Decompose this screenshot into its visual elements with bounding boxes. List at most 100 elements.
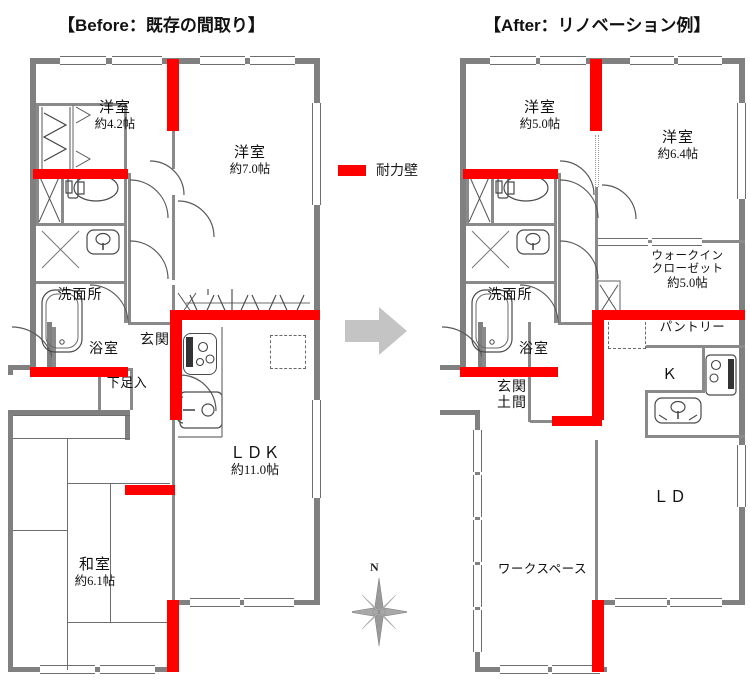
wall-getabako-left (98, 368, 101, 410)
wall-genkan-left (47, 322, 52, 370)
legend-bearing-wall-swatch (338, 165, 366, 176)
window-bottom-2 (244, 598, 294, 607)
wall-lower-inner (125, 410, 130, 440)
transition-arrow (345, 305, 407, 357)
bearing-wall-b3 (30, 367, 128, 377)
room-label-yoshitsu-4-2: 洋室 約4.2帖 (94, 100, 136, 132)
wall-toilet-left-inner (36, 175, 39, 223)
a-room-label-workspace: ワークスペース (497, 562, 588, 576)
window-bottom-1 (190, 598, 240, 607)
wall-entrance-jamb (8, 365, 13, 375)
tatami-line-4 (67, 483, 170, 484)
wall-genkan-top (128, 322, 174, 325)
a-window-left-1 (473, 430, 482, 472)
window-bottom-4 (100, 665, 155, 674)
wall-closet-top (36, 103, 126, 106)
wall-toilet-bottom (36, 223, 127, 226)
a-bearing-wall-6 (552, 416, 602, 426)
a-wall-top (460, 58, 745, 64)
before-plan-title: 【Before：既存の間取り】 (58, 16, 265, 35)
a-window-bottom-3 (500, 665, 548, 674)
before-kitchen-detail (174, 327, 223, 438)
wall-senmenjo-bottom (36, 281, 127, 284)
bearing-wall-b4 (170, 310, 320, 320)
window-top-2 (112, 56, 162, 65)
a-window-right-3 (737, 445, 746, 493)
a-wall-kitchen-right (702, 345, 705, 393)
washitsu-top-line (13, 415, 130, 416)
wall-bath-right (124, 283, 127, 323)
a-room-label-yokushitsu: 浴室 (519, 342, 549, 357)
a-room-label-kitchen: Ｋ (661, 367, 678, 383)
legend: 耐力壁 (338, 160, 448, 182)
wall-hall-divider (172, 250, 175, 280)
a-window-wic-2 (652, 238, 702, 246)
a-wall-toilet-sep (491, 173, 494, 223)
a-wall-right-lower (739, 507, 745, 605)
a-wall-kitchen-counter (645, 390, 705, 393)
a-bearing-wall-3 (460, 367, 558, 377)
ldk-dashed-box (270, 335, 306, 369)
a-room-label-senmenjo: 洗面所 (487, 288, 533, 303)
wall-toilet-sep (61, 173, 64, 223)
a-wall-ld-left (595, 440, 598, 605)
room-label-getabako: 下足入 (106, 375, 148, 390)
a-window-top-3 (630, 56, 674, 65)
a-wall-kitchen-bottom (645, 435, 745, 438)
tatami-line-5 (67, 622, 170, 623)
room-label-washitsu: 和室 約6.1帖 (74, 557, 116, 589)
a-wall-toilet-bottom (466, 223, 557, 226)
a-room-label-yoshitsu-5-0: 洋室 約5.0帖 (519, 100, 561, 132)
a-room-label-ld: ＬＤ (652, 489, 687, 506)
a-bearing-wall-2 (463, 169, 558, 179)
wall-closet-right (124, 103, 127, 171)
wall-left-lower (8, 410, 13, 672)
a-window-bottom-2 (670, 598, 722, 607)
wall-senmenjo-right (124, 225, 127, 283)
a-wall-senmenjo-right (554, 225, 557, 283)
tatami-line-6 (110, 483, 111, 622)
a-window-left-2 (473, 475, 482, 517)
a-pantry-dashed-box (608, 317, 646, 349)
a-bearing-wall-7 (592, 600, 604, 672)
a-room-label-wic: ウォークイン クローゼット 約5.0帖 (651, 250, 724, 291)
a-window-right-2 (737, 151, 746, 199)
compass-north-label: N (370, 560, 379, 574)
window-top-1 (60, 56, 106, 65)
a-wall-bed-divider (595, 185, 598, 250)
a-window-bottom-4 (552, 665, 600, 674)
a-wall-pantry-bottom (645, 345, 745, 348)
a-wall-lower-top (440, 410, 480, 415)
a-wall-bath-right (554, 283, 557, 323)
wall-ldk-left (172, 390, 175, 605)
a-window-right-1 (737, 103, 746, 151)
room-label-yokushitsu: 浴室 (89, 342, 119, 357)
tatami-line-1 (13, 438, 130, 439)
wall-bedroom-divider-2 (172, 195, 175, 250)
a-room-label-yoshitsu-6-4: 洋室 約6.4帖 (657, 130, 699, 162)
after-floorplan: 洋室 約5.0帖 洋室 約6.4帖 ウォークイン クローゼット 約5.0帖 パン… (440, 45, 750, 690)
wall-right (314, 58, 320, 513)
a-window-left-3 (473, 520, 482, 562)
a-wall-kitchen-left (645, 390, 648, 438)
a-window-top-2 (540, 56, 586, 65)
tatami-line-2 (13, 530, 68, 531)
room-label-senmenjo: 洗面所 (57, 288, 103, 303)
compass-star-icon (348, 577, 410, 647)
a-bearing-wall-4 (592, 310, 745, 320)
a-window-left-4 (473, 565, 482, 607)
after-plan-title: 【After：リノベーション例】 (484, 16, 711, 35)
window-right-2 (312, 153, 321, 205)
wall-lower-top (8, 410, 130, 415)
a-room-label-pantry: パントリー (659, 320, 726, 334)
legend-bearing-wall-label: 耐力壁 (376, 162, 418, 178)
wall-toilet-right (124, 173, 127, 225)
before-floorplan: 洋室 約4.2帖 洋室 約7.0帖 洗面所 浴室 玄関 下足入 ＬＤＫ 約11.… (0, 45, 335, 690)
a-bearing-wall-1 (590, 59, 602, 131)
window-top-3 (200, 56, 245, 65)
a-bearing-wall-5 (592, 310, 604, 420)
a-window-wic (598, 238, 648, 246)
a-wall-bed-divider-2 (595, 250, 598, 282)
before-linework (11, 105, 310, 412)
room-label-genkan: 玄関 (140, 333, 170, 348)
